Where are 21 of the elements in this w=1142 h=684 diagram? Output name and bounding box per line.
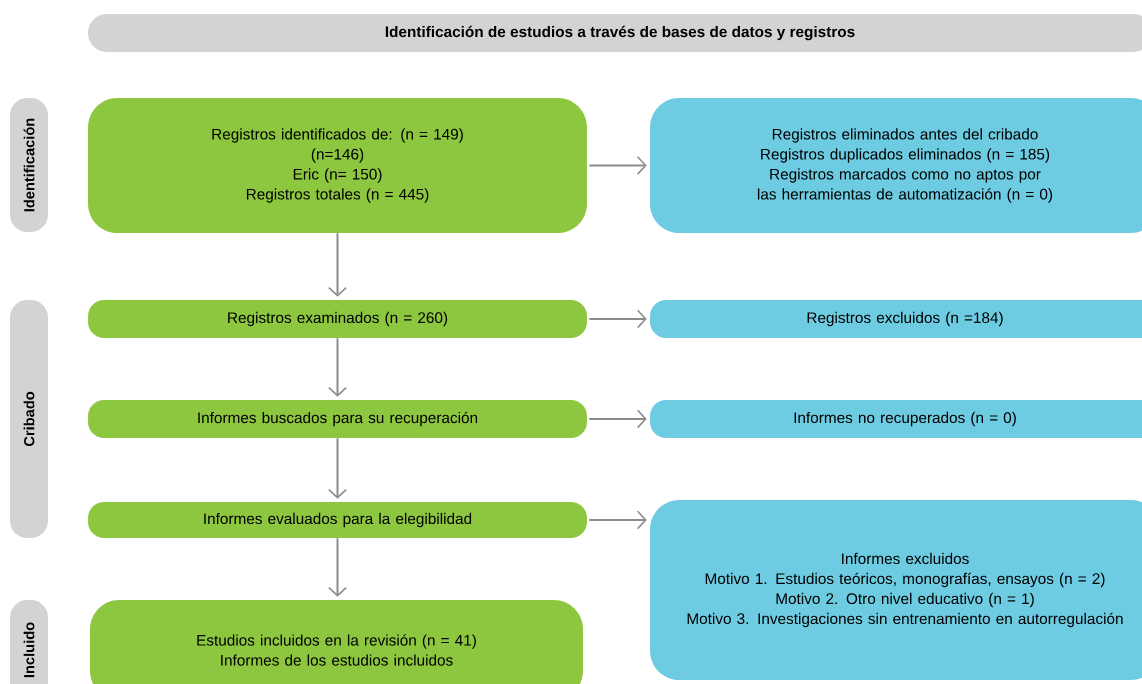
- process-box: Registros examinados (n = 260): [88, 300, 587, 338]
- arrow: [588, 156, 647, 175]
- arrow: [588, 510, 647, 530]
- process-box: Estudios incluidos en la revisión (n = 41) Informes de los estudios incluidos: [89, 600, 584, 684]
- arrow: [328, 437, 347, 499]
- arrow: [328, 232, 347, 297]
- stage-band: Cribado: [10, 300, 48, 538]
- arrow: [328, 537, 347, 597]
- exclusion-box: Informes no recuperados (n = 0): [650, 400, 1142, 438]
- arrow: [588, 309, 647, 329]
- process-box: Informes buscados para su recuperación: [88, 400, 587, 438]
- exclusion-box: Registros eliminados antes del cribado Registros duplicados eliminados (n = 185) Registros marcados como no aptos por las herramientas de automatización (n = 0): [650, 98, 1142, 233]
- stage-band: Identificación: [10, 98, 48, 232]
- title-band: Identificación de estudios a través de bases de datos y registros: [88, 14, 1142, 52]
- exclusion-box: Informes excluidos Motivo 1. Estudios teóricos, monografías, ensayos (n = 2) Motivo 2. Otro nivel educativo (n = 1) Motivo 3. Investigaciones sin entrenamiento en autorregulación: [650, 500, 1142, 680]
- process-box: Registros identificados de: (n = 149) (n=146) Eric (n= 150) Registros totales (n = 445): [88, 98, 587, 233]
- process-box: Informes evaluados para la elegibilidad: [88, 502, 587, 538]
- exclusion-box: Registros excluidos (n =184): [650, 300, 1142, 338]
- arrow: [588, 409, 647, 429]
- arrow: [328, 337, 347, 397]
- stage-band: Incluido: [10, 600, 48, 684]
